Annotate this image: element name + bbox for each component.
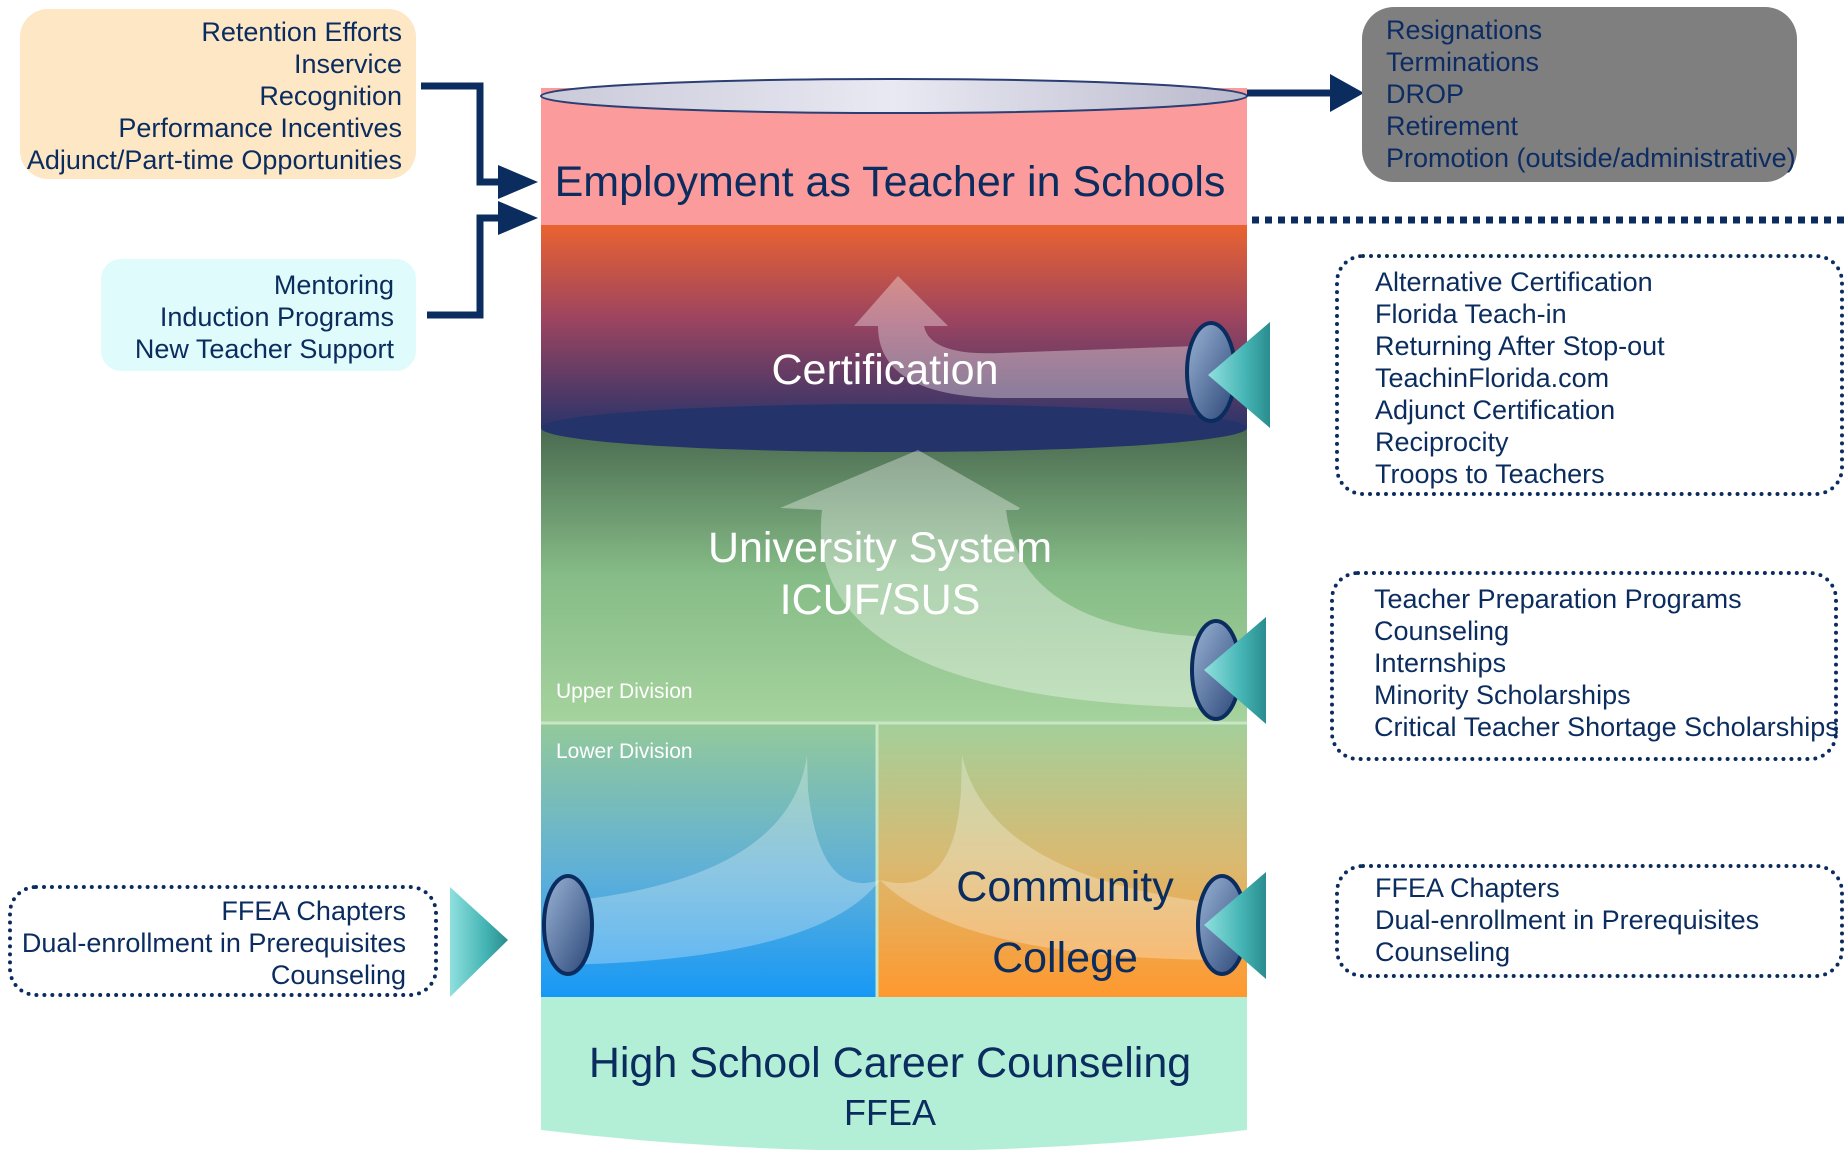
mentor-item: Induction Programs [159,302,394,332]
community-college-band [877,723,1247,997]
exit-item: Resignations [1386,15,1543,45]
mentor-connector [427,214,505,319]
retention-item: Recognition [259,81,402,111]
certification-entry-item: Florida Teach-in [1375,299,1567,329]
high-school-label-line: High School Career Counseling [588,1039,1192,1087]
university-entry-box: Teacher Preparation Programs Counseling … [1330,571,1839,761]
retention-box: Retention Efforts Inservice Recognition … [20,9,416,179]
retention-connector [421,82,505,186]
high-school-entry-item: Dual-enrollment in Prerequisites [21,928,406,958]
arrow-icon [498,165,538,199]
lower-division-flow-arrow-icon [560,755,880,965]
arrow-icon [498,201,538,235]
cylinder-top-rim [540,78,1248,114]
mentor-item: New Teacher Support [134,334,394,364]
exit-item: DROP [1386,79,1465,109]
university-flow-arrow-icon [780,450,1210,708]
community-college-entry-box: FFEA Chapters Dual-enrollment in Prerequ… [1335,864,1844,978]
triangle-pointer-icon [1204,872,1266,979]
certification-bottom-rim [541,404,1247,452]
community-college-flow-arrow-icon [880,755,1230,960]
high-school-band [541,997,1247,1150]
certification-entry-item: Troops to Teachers [1375,459,1605,489]
retention-item: Performance Incentives [118,113,402,143]
university-entry-item: Teacher Preparation Programs [1374,584,1742,614]
retention-item: Adjunct/Part-time Opportunities [26,145,402,175]
community-college-label: Community College [940,852,1190,994]
retention-item: Inservice [293,49,402,79]
university-entry-item: Internships [1374,648,1507,678]
high-school-entry-item: Counseling [270,960,406,990]
triangle-pointer-icon [450,887,508,997]
community-college-label-line: College [992,934,1138,982]
community-college-entry-item: FFEA Chapters [1375,873,1560,903]
community-college-label-line: Community [956,863,1174,911]
certification-entry-item: Adjunct Certification [1375,395,1616,425]
community-college-entry-item: Counseling [1375,937,1511,967]
university-band [541,428,1247,723]
certification-label: Certification [771,346,999,394]
certification-entry-item: Reciprocity [1375,427,1509,457]
mentor-box: Mentoring Induction Programs New Teacher… [101,259,416,371]
employment-label: Employment as Teacher in Schools [554,158,1226,206]
lower-division-label: Lower Division [556,740,693,763]
triangle-pointer-icon [1208,322,1270,428]
university-label: University System ICUF/SUS [630,522,1130,626]
certification-entry-box: Alternative Certification Florida Teach-… [1335,254,1844,496]
university-entry-item: Critical Teacher Shortage Scholarships [1374,712,1839,742]
arrow-icon [1330,74,1364,112]
certification-entry-item: Returning After Stop-out [1375,331,1665,361]
high-school-entry-item: FFEA Chapters [221,896,406,926]
community-college-entry-item: Dual-enrollment in Prerequisites [1375,905,1760,935]
university-label-line: University System [707,524,1053,572]
triangle-pointer-icon [1204,617,1266,724]
university-entry-item: Counseling [1374,616,1510,646]
exit-item: Retirement [1386,111,1519,141]
high-school-entry-box: FFEA Chapters Dual-enrollment in Prerequ… [8,885,438,997]
university-entry-item: Minority Scholarships [1374,680,1631,710]
pipe-opening-icon [542,874,594,976]
mentor-item: Mentoring [273,270,394,300]
certification-band [541,225,1247,435]
exits-box: Resignations Terminations DROP Retiremen… [1362,7,1797,182]
high-school-label-line: FFEA [843,1092,936,1133]
exit-item: Terminations [1386,47,1540,77]
upper-division-label: Upper Division [556,680,693,703]
certification-flow-arrow-icon [854,276,1196,398]
certification-entry-item: Alternative Certification [1375,267,1653,297]
lower-division-band [541,723,877,997]
exit-item: Promotion (outside/administrative) [1386,143,1796,173]
high-school-label: High School Career Counseling FFEA [540,1038,1240,1138]
certification-entry-item: TeachinFlorida.com [1375,363,1610,393]
university-label-line: ICUF/SUS [779,576,981,624]
retention-item: Retention Efforts [201,17,402,47]
